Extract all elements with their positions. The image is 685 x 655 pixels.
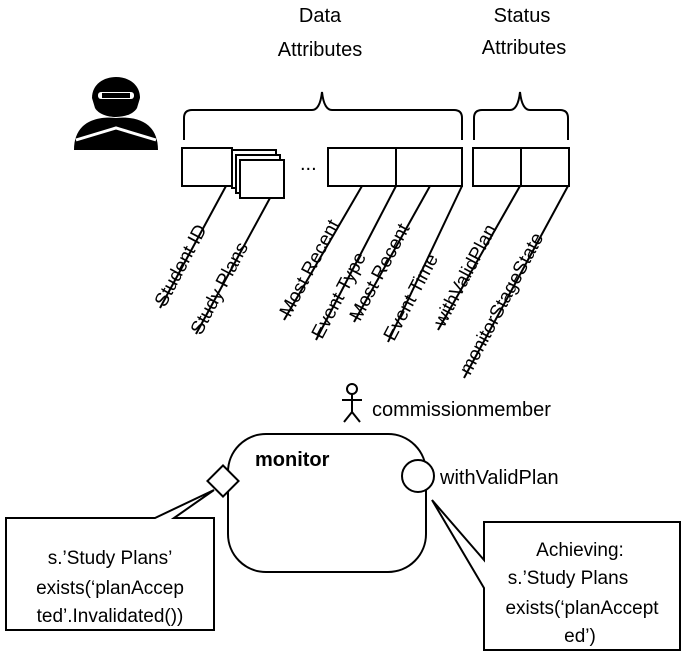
attribute-label-lines xyxy=(159,185,569,379)
monitor-state-box xyxy=(227,433,427,573)
stick-figure-icon xyxy=(342,383,362,423)
circle-port xyxy=(401,459,435,493)
right-note-line-2: s.’Study Plans xyxy=(508,568,628,589)
study-plans-stacked-boxes xyxy=(231,149,285,199)
monitor-state-title: monitor xyxy=(255,449,330,471)
left-note-line-3: ted’.Invalidated()) xyxy=(37,606,184,627)
left-note-line-2: exists(‘planAccep xyxy=(36,578,184,599)
actor-label: commissionmember xyxy=(372,399,551,421)
status-attributes-brace xyxy=(473,91,569,140)
right-note-line-1: Achieving: xyxy=(536,540,624,561)
data-attributes-brace xyxy=(183,91,463,140)
right-note-line-3: exists(‘planAccept xyxy=(505,598,659,619)
right-note-line-4: ed’) xyxy=(564,626,596,647)
ellipsis: ... xyxy=(300,153,317,175)
monitor-stage-state-box xyxy=(520,147,570,187)
student-id-label: Student ID xyxy=(151,221,212,310)
student-id-box xyxy=(181,147,233,187)
most-recent-event-type-box xyxy=(327,147,397,187)
status-attributes-header-line2: Attributes xyxy=(482,37,566,59)
left-note-callout xyxy=(5,489,215,631)
data-attributes-header-line1: Data xyxy=(299,5,342,27)
most-recent-event-time-box xyxy=(395,147,463,187)
student-reading-icon xyxy=(74,77,158,150)
port-label: withValidPlan xyxy=(439,467,559,489)
left-note-line-1: s.’Study Plans’ xyxy=(48,548,173,569)
with-valid-plan-box xyxy=(472,147,522,187)
data-attributes-header-line2: Attributes xyxy=(278,39,362,61)
diamond-port xyxy=(206,464,240,498)
right-note-callout xyxy=(431,499,681,651)
status-attributes-header-line1: Status xyxy=(494,5,551,27)
